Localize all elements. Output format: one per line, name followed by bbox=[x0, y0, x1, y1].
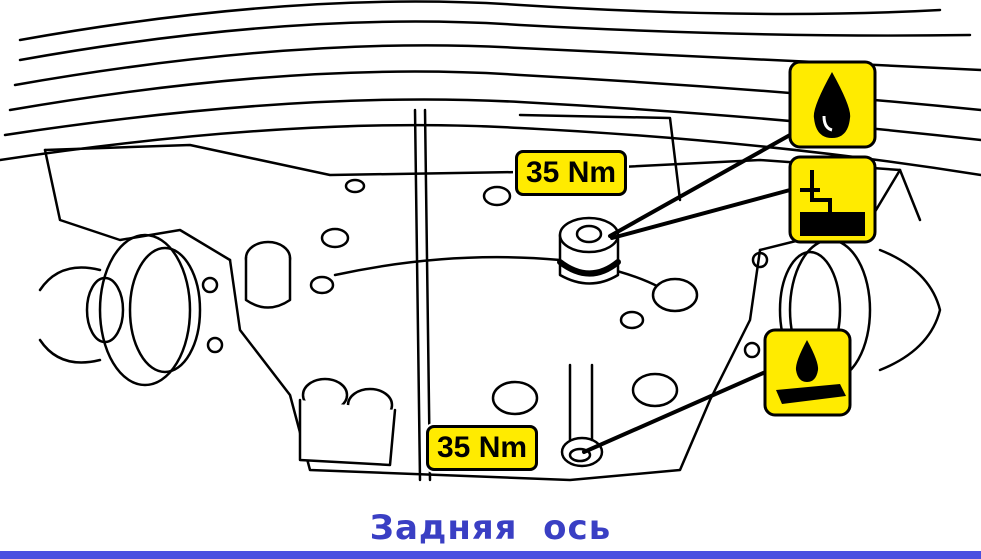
leader-lines bbox=[582, 133, 792, 454]
oil-drop-icon bbox=[788, 60, 877, 149]
filler-plug bbox=[557, 216, 621, 285]
torque-label-filler: 35 Nm bbox=[515, 150, 628, 196]
rear-axle-diagram bbox=[0, 0, 981, 482]
torque-label-drain: 35 Nm bbox=[426, 425, 539, 471]
oil-level-icon bbox=[788, 155, 877, 244]
left-hub bbox=[38, 233, 224, 387]
bottom-rule bbox=[0, 551, 981, 559]
differential-bolts bbox=[244, 178, 699, 467]
body-panel-lines bbox=[0, 0, 981, 177]
drain-plug bbox=[560, 363, 604, 468]
diagram-caption: Задняя ось bbox=[369, 508, 612, 548]
oil-drain-icon bbox=[763, 328, 852, 417]
